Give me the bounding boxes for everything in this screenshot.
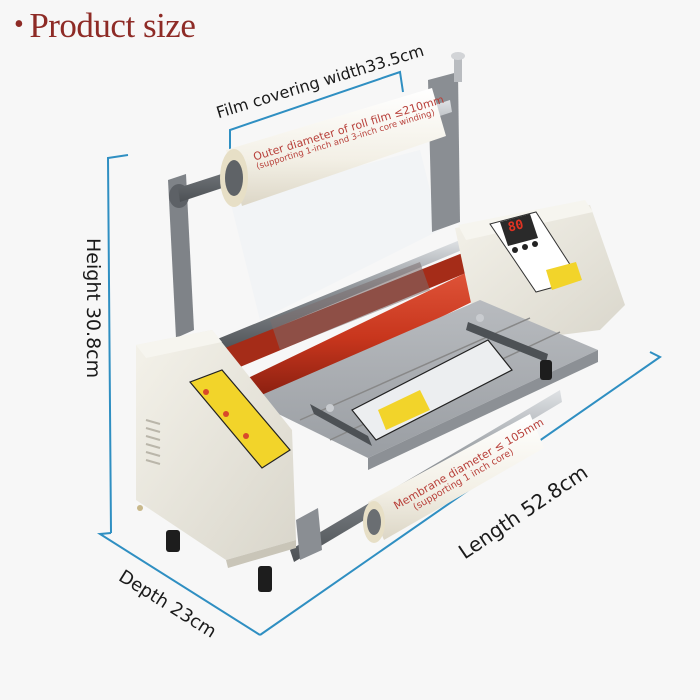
paper-guide-left (310, 404, 372, 446)
paper-guide-right (466, 322, 548, 362)
lower-bracket (296, 508, 322, 560)
warning-sticker (188, 369, 291, 469)
lower-film-roll (363, 414, 544, 543)
left-housing (136, 330, 296, 568)
upper-film-roll (220, 88, 446, 207)
leg-front-left (166, 530, 180, 552)
control-panel (489, 211, 582, 293)
depth-line (96, 532, 261, 636)
right-frame-arm (428, 52, 465, 232)
length-line (259, 351, 662, 636)
height-label: Height 30.8cm (82, 238, 104, 379)
instruction-sticker (351, 339, 513, 441)
dimension-lines (96, 70, 662, 636)
height-line (106, 154, 129, 534)
title-text: Product size (29, 6, 196, 45)
power-indicator (137, 505, 143, 511)
leg-front-right (258, 566, 272, 592)
side-vents (145, 419, 161, 465)
film-sheet (230, 150, 440, 320)
leg-back-right (540, 360, 552, 380)
page-title: •Product size (14, 6, 196, 46)
title-bullet: • (14, 9, 24, 40)
film-width-line (229, 70, 404, 150)
